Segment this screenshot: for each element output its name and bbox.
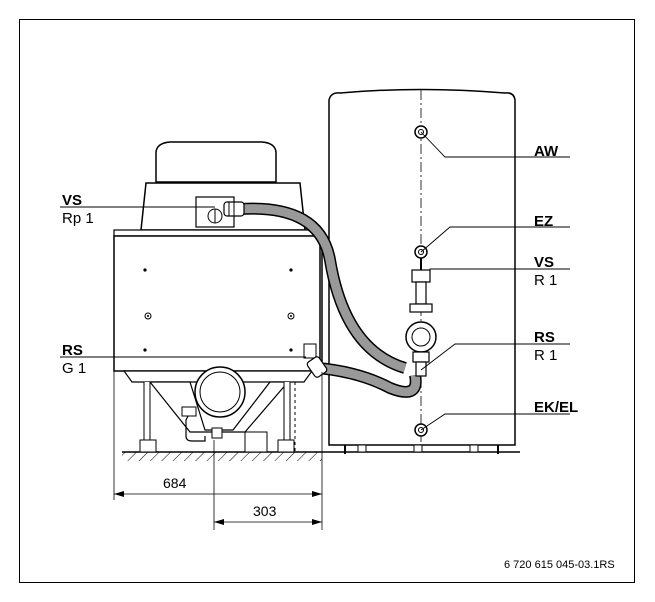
- dimension-684: 684: [113, 371, 323, 530]
- label-rs-left: RS: [62, 342, 83, 359]
- return-hose: [303, 343, 422, 398]
- dimension-684-label: 684: [163, 475, 187, 491]
- label-vs-left-size: Rp 1: [62, 210, 94, 227]
- label-rs-right: RS: [534, 329, 555, 346]
- dimension-303-label: 303: [253, 503, 277, 519]
- dimension-303: 303: [213, 440, 322, 530]
- floor: [122, 451, 520, 461]
- label-vs-right-size: R 1: [534, 272, 557, 289]
- label-aw: AW: [534, 143, 559, 160]
- figure-reference: 6 720 615 045-03.1RS: [504, 559, 615, 571]
- label-rs-left-size: G 1: [62, 360, 86, 377]
- drawing-frame: [19, 19, 635, 583]
- label-ek-el: EK/EL: [534, 399, 578, 416]
- label-ez: EZ: [534, 213, 553, 230]
- label-vs-right: VS: [534, 254, 554, 271]
- boiler: [113, 141, 323, 453]
- leader-lines: [60, 131, 570, 431]
- pump-group: [405, 258, 437, 377]
- flow-hose: [223, 201, 407, 374]
- label-vs-left: VS: [62, 192, 82, 209]
- label-rs-right-size: R 1: [534, 347, 557, 364]
